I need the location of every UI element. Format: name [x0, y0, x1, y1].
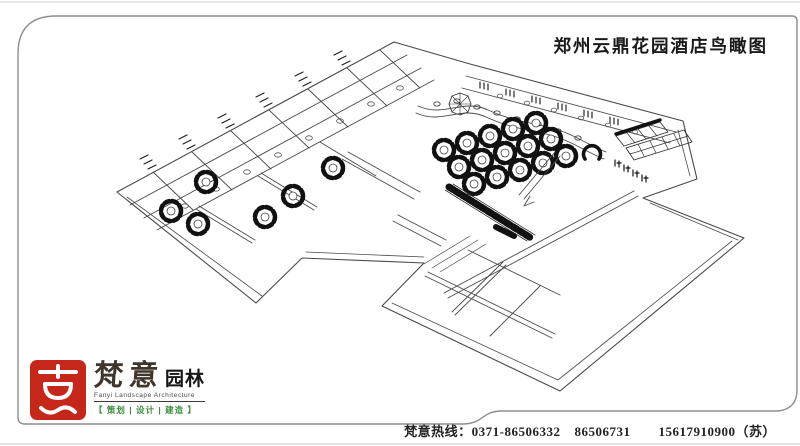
fanyi-logo: 梵意 园林 Fanyi Landscape Architecture 【 策划 … — [29, 358, 206, 421]
brand-name-suffix: 园林 — [165, 369, 206, 390]
gazebo — [448, 92, 472, 116]
seal-glyph — [38, 364, 78, 415]
bar-counter — [444, 183, 536, 242]
left-wing-rooms — [195, 141, 447, 247]
hotline-phone-3: 15617910900 — [658, 424, 736, 439]
logo-text-block: 梵意 园林 Fanyi Landscape Architecture 【 策划 … — [92, 358, 206, 416]
hotline-row: 梵意热线：0371-86506332 86506731 15617910900（苏） — [404, 421, 776, 440]
room-tables — [161, 158, 343, 234]
hotline-contact-name: （苏） — [735, 424, 776, 439]
northeast-wall — [461, 75, 677, 144]
walkways — [443, 151, 639, 299]
page-title: 郑州云鼎花园酒店鸟瞰图 — [553, 36, 768, 56]
brand-name-brush: 梵意 — [92, 358, 166, 392]
horseshoe-planter — [581, 143, 603, 161]
wall-tick-marks — [479, 81, 619, 126]
fanyi-seal-icon — [30, 360, 86, 420]
border-frame — [17, 15, 798, 425]
hotline-phone-2: 86506731 — [574, 424, 631, 439]
hotline-label: 梵意热线： — [404, 424, 472, 439]
south-wing-rooms — [423, 235, 561, 339]
courtyard-tables — [434, 113, 576, 194]
building-outline — [116, 41, 745, 392]
pergola-posts — [614, 159, 649, 183]
pergola-grid — [614, 118, 693, 183]
seal-background — [30, 360, 86, 420]
brand-name-english: Fanyi Landscape Architecture — [94, 392, 206, 402]
northwest-wing-roof — [129, 49, 435, 231]
hotline-phone-1: 0371-86506332 — [471, 424, 561, 439]
logo-services-line: 【 策划 | 设计 | 建造 】 — [94, 404, 197, 415]
